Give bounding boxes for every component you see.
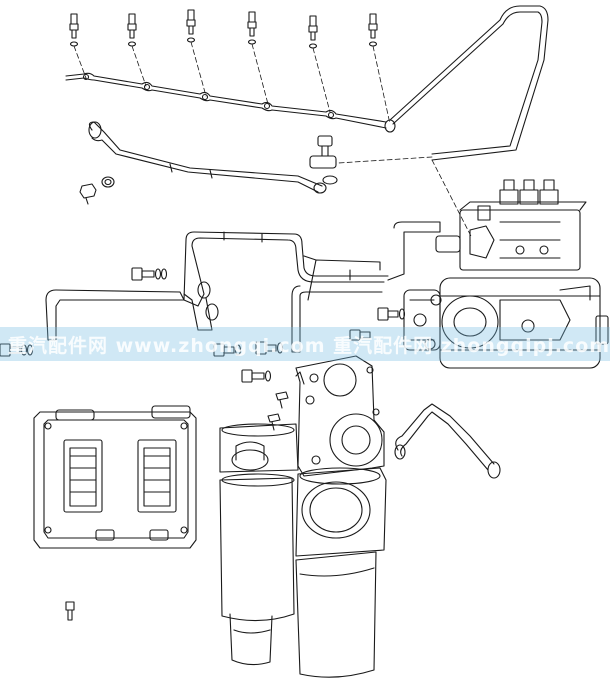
- fuel-filter-right: [295, 467, 387, 678]
- injection-pump: [403, 179, 609, 369]
- fitting-bolts-row: [69, 9, 378, 49]
- return-pipe-long: [389, 5, 549, 161]
- fitting-bolt-5: [308, 15, 318, 49]
- small-banjo-bolts: [0, 267, 406, 383]
- leader-lines-top: [73, 41, 391, 125]
- filter-bolts: [267, 391, 289, 431]
- fitting-bolt-3: [186, 9, 196, 43]
- banjo-fitting: [309, 135, 338, 185]
- fitting-bolt-2: [127, 13, 137, 47]
- fitting-bolt-1: [69, 13, 79, 47]
- filter-bracket: [295, 355, 385, 477]
- small-bolt: [65, 601, 75, 621]
- bent-fuel-pipes: [45, 221, 441, 353]
- fuel-filter-left: [219, 423, 299, 666]
- plug-and-washer: [79, 176, 115, 205]
- fitting-bolt-4: [247, 11, 257, 45]
- fitting-bolt-6: [368, 13, 378, 47]
- leader-lines-pipe: [337, 156, 473, 239]
- fuel-pipe-diagonal: [88, 121, 327, 194]
- watermark-band: [0, 327, 610, 361]
- leak-off-rail: [65, 72, 396, 133]
- watermark-text: 重汽配件网 www.zhongqi.com 重汽配件网 zhongqipj.co…: [8, 335, 608, 357]
- ecu-unit: [33, 405, 197, 549]
- fuel-pipe-small: [394, 403, 501, 479]
